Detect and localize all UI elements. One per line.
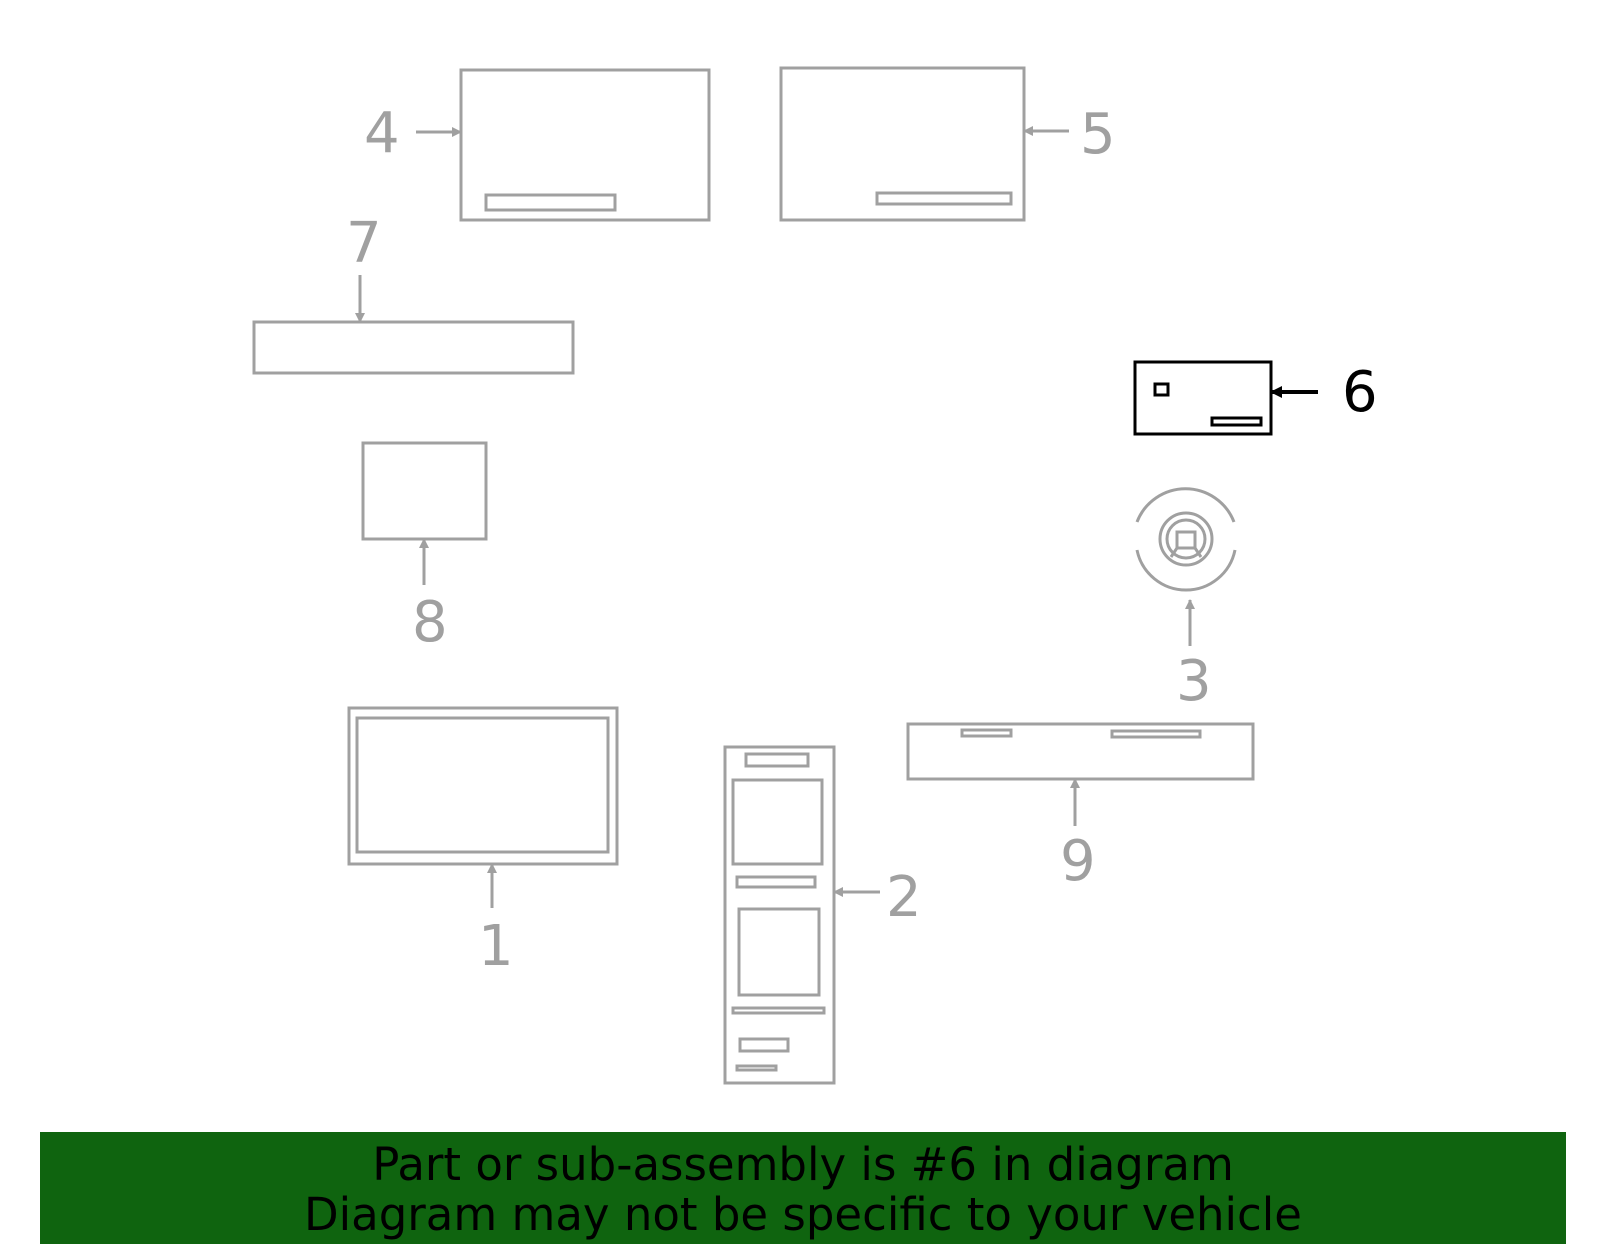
banner-line-disclaimer: Diagram may not be specific to your vehi…: [304, 1188, 1302, 1241]
part-3-round-component[interactable]: [1135, 487, 1237, 592]
callout-6-number[interactable]: 6: [1342, 360, 1378, 425]
callout-4-number[interactable]: 4: [364, 101, 400, 166]
part-1-label-frame[interactable]: [347, 706, 619, 866]
part-8-label-square[interactable]: [361, 441, 488, 541]
banner-line-part: Part or sub-assembly is #6 in diagram: [372, 1138, 1234, 1191]
part-4-label-plate[interactable]: [459, 68, 711, 222]
callout-2-number[interactable]: 2: [886, 865, 922, 930]
callout-3-number[interactable]: 3: [1176, 649, 1212, 714]
callout-1-number[interactable]: 1: [478, 914, 514, 979]
part-2-tall-label[interactable]: [723, 745, 836, 1085]
part-7-label-strip[interactable]: [252, 320, 575, 375]
notice-banner: Part or sub-assembly is #6 in diagram Di…: [40, 1132, 1566, 1244]
part-6-label-highlighted[interactable]: [1133, 360, 1273, 436]
part-9-label-strip[interactable]: [906, 722, 1255, 781]
part-5-label-plate[interactable]: [779, 66, 1026, 222]
callout-8-number[interactable]: 8: [412, 590, 448, 655]
callout-5-number[interactable]: 5: [1080, 102, 1116, 167]
callout-7-number[interactable]: 7: [346, 211, 382, 276]
callout-9-number[interactable]: 9: [1060, 829, 1096, 894]
